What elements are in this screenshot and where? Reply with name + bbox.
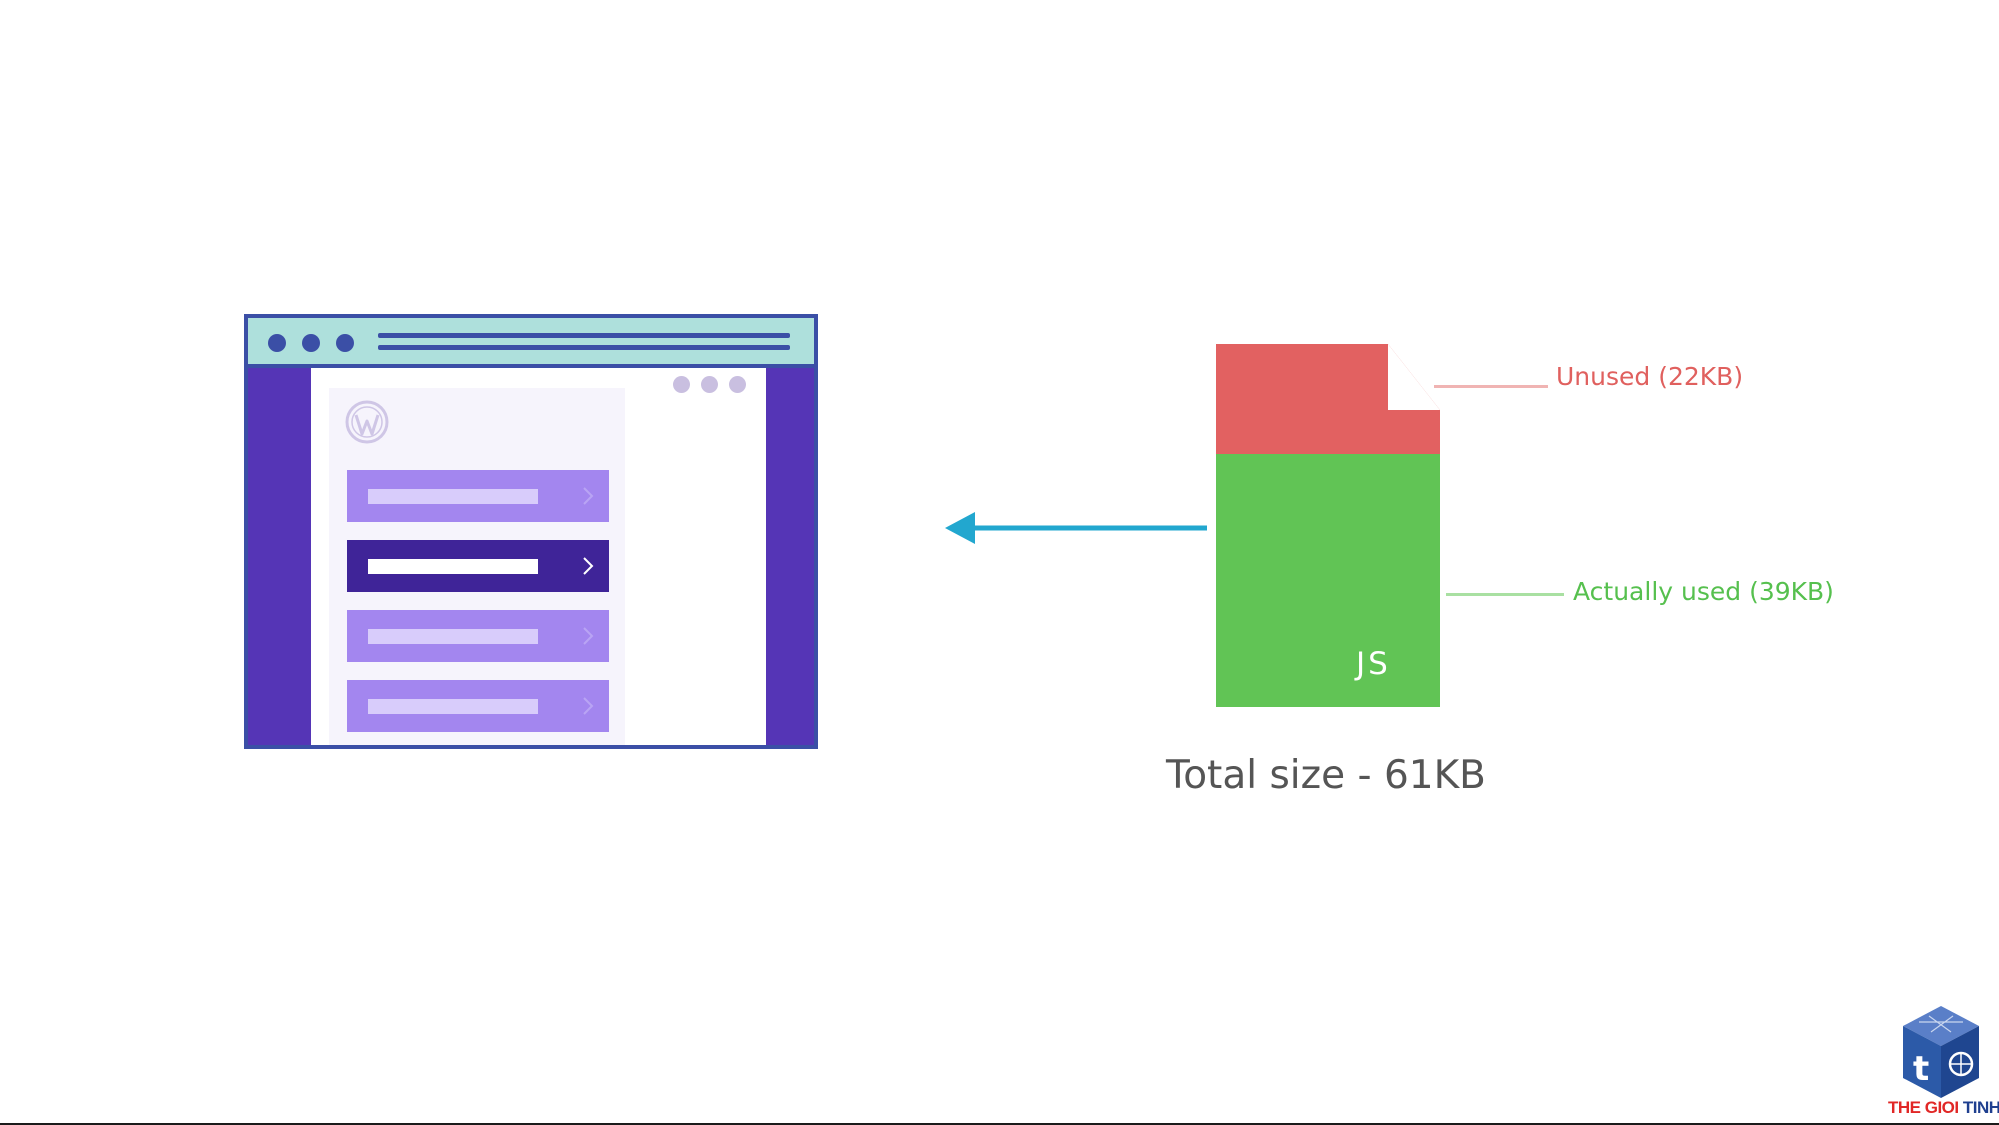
menu-item <box>347 540 609 592</box>
menu-item-placeholder-bar <box>368 629 538 644</box>
chevron-right-icon <box>583 557 594 575</box>
window-dot-icon <box>268 334 286 352</box>
js-file-icon <box>1216 344 1440 707</box>
watermark-text: THE GIOI TINHOC <box>1888 1098 1999 1118</box>
menu-item-placeholder-bar <box>368 489 538 504</box>
address-bar-line <box>378 333 790 338</box>
page-dot-icon <box>729 376 746 393</box>
page-dot-icon <box>701 376 718 393</box>
menu-item-placeholder-bar <box>368 559 538 574</box>
bottom-rule <box>0 1123 1999 1125</box>
browser-page <box>311 368 766 745</box>
unused-leader-line <box>1434 385 1548 388</box>
unused-segment <box>1216 344 1440 454</box>
used-leader-line <box>1446 593 1564 596</box>
menu-panel <box>329 388 625 745</box>
watermark-letter: t <box>1913 1049 1929 1089</box>
used-segment <box>1216 454 1440 707</box>
page-dot-icon <box>673 376 690 393</box>
file-fold-icon <box>1388 344 1440 410</box>
unused-label: Unused (22KB) <box>1556 362 1744 391</box>
chevron-right-icon <box>583 697 594 715</box>
wordpress-logo-icon <box>345 400 389 444</box>
watermark-text-part2: TINHOC <box>1962 1098 1999 1117</box>
chevron-right-icon <box>583 487 594 505</box>
watermark-text-part1: THE GIOI <box>1888 1098 1959 1117</box>
address-bar-line <box>378 345 790 350</box>
chevron-right-icon <box>583 627 594 645</box>
menu-item <box>347 470 609 522</box>
left-arrow-icon <box>945 512 1207 544</box>
used-label: Actually used (39KB) <box>1573 577 1834 606</box>
menu-item-placeholder-bar <box>368 699 538 714</box>
window-dot-icon <box>336 334 354 352</box>
window-dot-icon <box>302 334 320 352</box>
watermark-cube-icon: t <box>1903 1006 1979 1098</box>
browser-title-bar <box>248 318 814 368</box>
menu-item <box>347 680 609 732</box>
browser-illustration <box>244 314 818 749</box>
total-size-label: Total size - 61KB <box>1166 753 1486 798</box>
menu-item <box>347 610 609 662</box>
file-type-badge: JS <box>1356 646 1391 682</box>
